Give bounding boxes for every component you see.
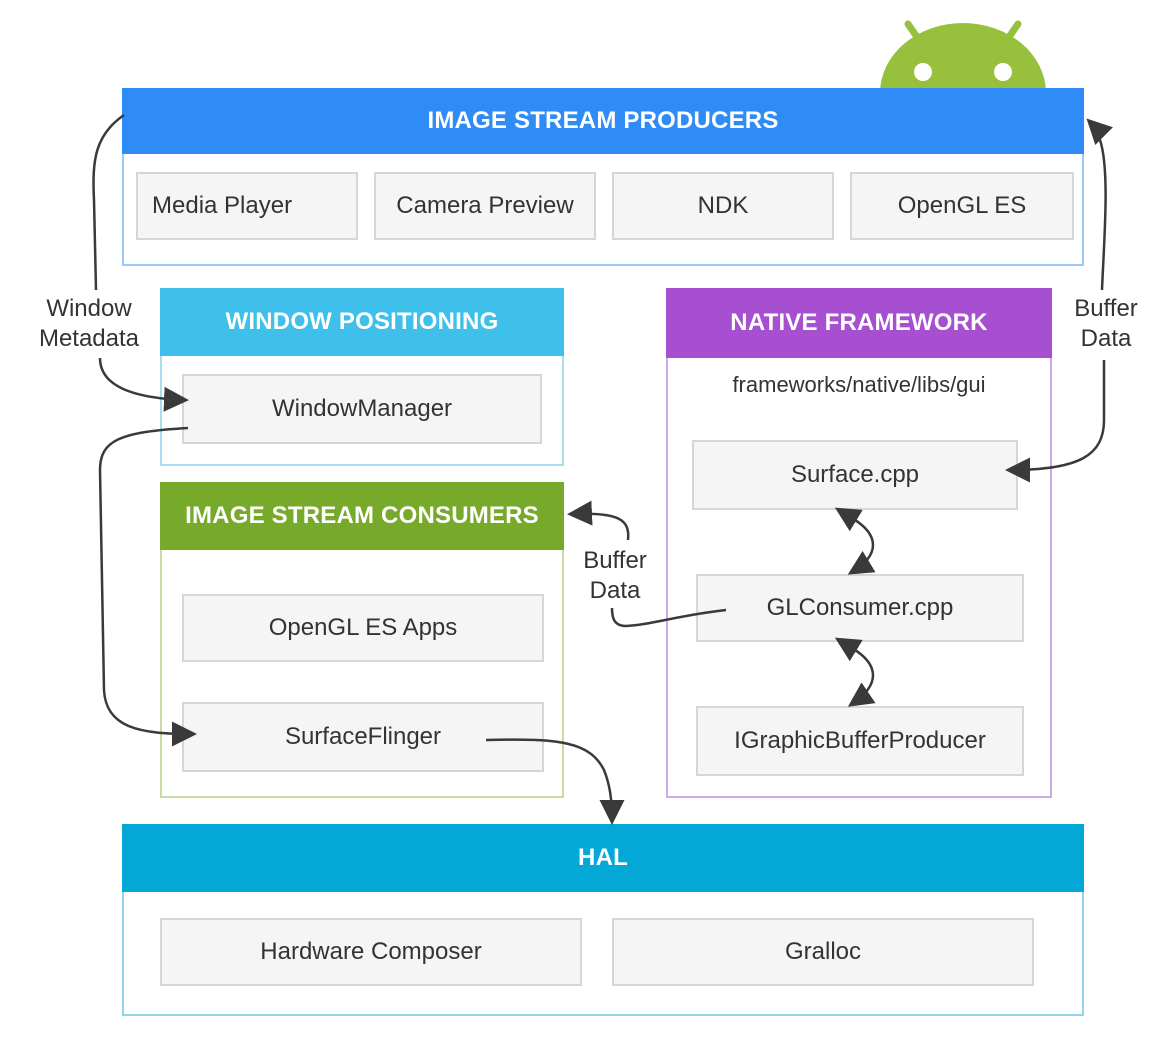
window-metadata-line1: Window [46, 295, 132, 322]
producers-header: IMAGE STREAM PRODUCERS [122, 88, 1084, 154]
arrow-windowmanager-to-surfaceflinger [98, 426, 197, 747]
producer-camera-preview[interactable]: Camera Preview [374, 172, 596, 240]
window-positioning-panel: WINDOW POSITIONING WindowManager [160, 288, 564, 466]
arrow-bufferdata-to-producers [1086, 118, 1113, 291]
producer-opengl-es[interactable]: OpenGL ES [850, 172, 1074, 240]
arrow-surface-glconsumer [834, 507, 876, 575]
surfaceflinger-box[interactable]: SurfaceFlinger [182, 702, 544, 772]
producer-ndk[interactable]: NDK [612, 172, 834, 240]
arrow-glconsumer-igbp [834, 637, 876, 707]
hal-panel: HAL Hardware Composer Gralloc [122, 824, 1084, 1016]
native-framework-panel: NATIVE FRAMEWORK frameworks/native/libs/… [666, 288, 1052, 798]
hardware-composer-box[interactable]: Hardware Composer [160, 918, 582, 986]
buffer-data-right-label: Buffer Data [1062, 294, 1150, 354]
igraphicbufferproducer-box[interactable]: IGraphicBufferProducer [696, 706, 1024, 776]
window-metadata-line2: Metadata [38, 325, 140, 352]
window-metadata-label: Window Metadata [28, 294, 150, 354]
buffer-data-middle-label: Buffer Data [574, 546, 656, 606]
arrow-surfaceflinger-to-hal [485, 738, 625, 825]
native-framework-path: frameworks/native/libs/gui [732, 372, 986, 397]
arrow-producers-to-windowmanager [92, 113, 125, 291]
arrow-bufferdata-to-surface [1005, 360, 1106, 483]
gralloc-box[interactable]: Gralloc [612, 918, 1034, 986]
surface-cpp-box[interactable]: Surface.cpp [692, 440, 1018, 510]
android-robot-icon [880, 20, 1046, 93]
arrow-metadata-to-windowmanager [98, 357, 189, 412]
arrow-glconsumer-to-bufferdata [610, 607, 727, 628]
buffer-data-right-line1: Buffer [1074, 295, 1138, 322]
consumers-panel: IMAGE STREAM CONSUMERS OpenGL ES Apps Su… [160, 482, 564, 798]
window-manager-box[interactable]: WindowManager [182, 374, 542, 444]
hal-header: HAL [122, 824, 1084, 892]
consumers-header: IMAGE STREAM CONSUMERS [160, 482, 564, 550]
buffer-data-middle-line1: Buffer [583, 547, 647, 574]
producer-media-player[interactable]: Media Player [136, 172, 358, 240]
buffer-data-right-line2: Data [1080, 325, 1132, 352]
buffer-data-middle-line2: Data [589, 577, 641, 604]
opengl-es-apps-box[interactable]: OpenGL ES Apps [182, 594, 544, 662]
native-framework-header: NATIVE FRAMEWORK [666, 288, 1052, 358]
window-positioning-header: WINDOW POSITIONING [160, 288, 564, 356]
producers-panel: IMAGE STREAM PRODUCERS Media Player Came… [122, 88, 1084, 266]
arrow-bufferdata-to-consumers [567, 500, 630, 541]
